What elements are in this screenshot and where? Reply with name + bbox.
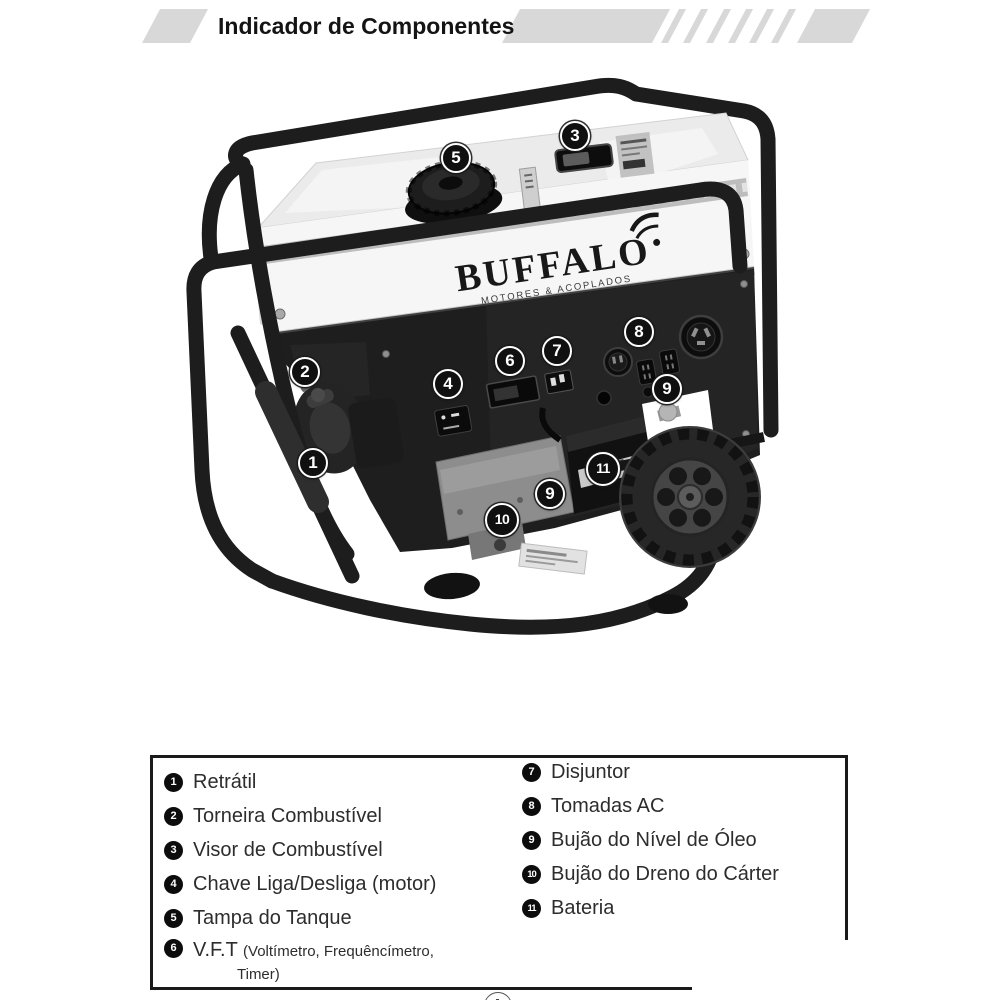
page-number-circle: [484, 992, 512, 1000]
legend-item-9: 9 Bujão do Nível de Óleo: [522, 823, 779, 857]
legend-item-3: 3 Visor de Combustível: [164, 833, 436, 867]
legend-item-7: 7 Disjuntor: [522, 755, 779, 789]
legend-label-7: Disjuntor: [551, 760, 630, 783]
legend-col-left: 1 Retrátil 2 Torneira Combustível 3 Visor de …: [164, 765, 436, 985]
callout-9: 9: [535, 479, 565, 509]
legend-border: [845, 755, 848, 940]
fuel-valve: [311, 388, 325, 402]
callout-3: 3: [560, 121, 590, 151]
legend-badge-11: 11: [522, 898, 541, 918]
handle-grip: [255, 381, 329, 513]
callout-8: 8: [624, 317, 654, 347]
legend-item-2: 2 Torneira Combustível: [164, 799, 436, 833]
legend-label-8: Tomadas AC: [551, 794, 665, 817]
legend-badge-2: 2: [164, 806, 183, 826]
page-title: Indicador de Componentes: [218, 13, 515, 39]
callout-5: 5: [441, 143, 471, 173]
callout-10: 10: [485, 503, 519, 537]
legend-label-5: Tampa do Tanque: [193, 906, 352, 929]
legend-badge-9: 9: [522, 830, 541, 850]
legend-label-11: Bateria: [551, 896, 615, 919]
callout-7: 7: [542, 336, 572, 366]
legend-border: [150, 755, 153, 990]
engine-switch: [434, 405, 473, 437]
fuel-gauge: [554, 131, 655, 178]
legend-label-10: Bujão do Dreno do Cárter: [551, 862, 779, 885]
horns-icon: [629, 212, 659, 232]
frame-rear: [201, 77, 779, 438]
legend-badge-7: 7: [522, 762, 541, 782]
legend-item-8: 8 Tomadas AC: [522, 789, 779, 823]
engine-crankcase: [435, 435, 588, 575]
tank-label: [518, 166, 542, 214]
legend-item-4: 4 Chave Liga/Desliga (motor): [164, 867, 436, 901]
legend-label-3: Visor de Combustível: [193, 838, 383, 861]
legend-item-10: 10 Bujão do Dreno do Cárter: [522, 857, 779, 891]
legend-border: [150, 987, 692, 990]
legend-badge-4: 4: [164, 874, 183, 894]
legend-col-right: 7 Disjuntor 8 Tomadas AC 9 Bujão do Nível de …: [522, 755, 779, 925]
callout-9: 9: [652, 374, 682, 404]
callout-11: 11: [586, 452, 620, 486]
rubber-foot: [648, 594, 688, 614]
oil-drain-plug: [494, 539, 506, 551]
generator-photo: BUFFALO MOTORES & ACOPLADOS: [186, 77, 779, 635]
rubber-foot: [424, 572, 480, 600]
legend-item-11: 11 Bateria: [522, 891, 779, 925]
ac-outlets: [596, 314, 724, 406]
callout-6: 6: [495, 346, 525, 376]
legend-label-2: Torneira Combustível: [193, 804, 382, 827]
legend-item-5: 5 Tampa do Tanque: [164, 901, 436, 935]
vft-display: [485, 375, 541, 409]
frame-bottom-rail: [264, 527, 724, 635]
legend-item-6: 6 V.F.T (Voltímetro, Frequêncímetro,Timer…: [164, 935, 436, 985]
legend-badge-3: 3: [164, 840, 183, 860]
callout-4: 4: [433, 369, 463, 399]
legend-border: [150, 755, 848, 758]
circuit-breaker: [544, 369, 574, 395]
legend-label-6: V.F.T (Voltímetro, Frequêncímetro,Timer): [193, 939, 434, 983]
legend-label-1: Retrátil: [193, 770, 257, 793]
legend-badge-10: 10: [522, 864, 541, 884]
warning-label: [518, 542, 588, 575]
legend-item-1: 1 Retrátil: [164, 765, 436, 799]
component-legend: 1 Retrátil 2 Torneira Combustível 3 Visor de …: [150, 755, 848, 990]
callout-2: 2: [290, 357, 320, 387]
frame-front: [186, 162, 748, 589]
callout-1: 1: [298, 448, 328, 478]
legend-label-9: Bujão do Nível de Óleo: [551, 828, 757, 851]
legend-badge-8: 8: [522, 796, 541, 816]
legend-badge-5: 5: [164, 908, 183, 928]
legend-label-4: Chave Liga/Desliga (motor): [193, 872, 437, 895]
legend-badge-6: 6: [164, 939, 183, 958]
wheel: [619, 426, 761, 568]
legend-badge-1: 1: [164, 772, 183, 792]
horns-icon: [635, 224, 659, 240]
